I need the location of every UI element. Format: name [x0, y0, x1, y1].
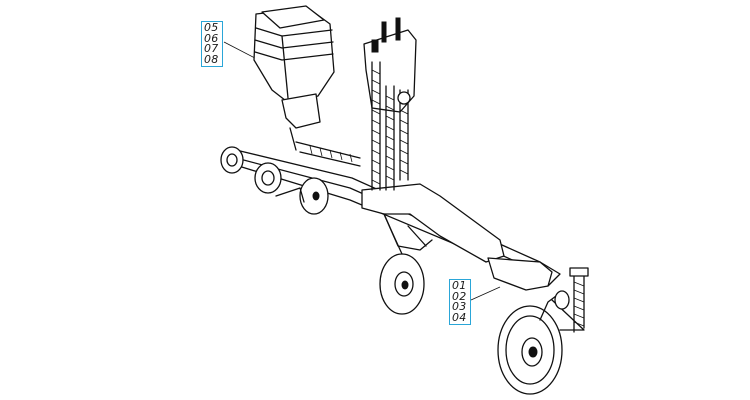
- callout-label: 01: [452, 279, 467, 292]
- callout-label: 03: [452, 300, 467, 313]
- rear-spring-assembly: [487, 257, 589, 333]
- callout-box-bottom[interactable]: 01 02 03 04: [449, 279, 471, 325]
- leader-line-bottom: [470, 286, 501, 301]
- seed-hopper: [253, 5, 335, 151]
- middle-disc: [379, 213, 425, 315]
- rear-wheel: [497, 295, 563, 395]
- front-wheel: [220, 146, 329, 215]
- callout-label: 04: [452, 310, 467, 324]
- callout-label: 06: [204, 31, 219, 45]
- callout-box-top[interactable]: 05 06 07 08: [201, 21, 223, 67]
- callout-label: 07: [204, 42, 219, 55]
- drive-mechanism: [295, 141, 361, 167]
- callout-label: 05: [204, 21, 219, 34]
- spring-stack: [363, 17, 417, 191]
- callout-label: 02: [452, 289, 467, 303]
- callout-label: 08: [204, 52, 219, 66]
